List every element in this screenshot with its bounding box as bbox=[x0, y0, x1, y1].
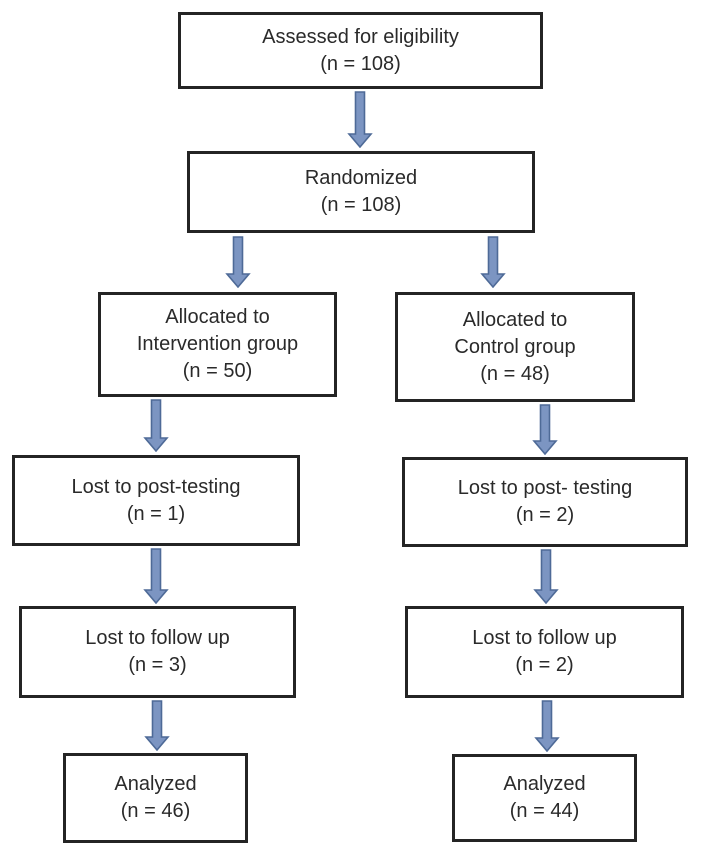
box-randomized-label: Randomized bbox=[304, 167, 418, 189]
arrow-randomized-to-intervention bbox=[225, 236, 251, 288]
arrow-control-to-lost-post bbox=[532, 404, 558, 455]
box-analyzed-intervention-label: Analyzed bbox=[114, 773, 197, 795]
box-allocated-intervention: Allocated to Intervention group (n = 50) bbox=[98, 292, 337, 397]
box-lost-followup-control: Lost to follow up (n = 2) bbox=[405, 606, 684, 698]
box-lost-post-intervention-count: (n = 1) bbox=[126, 502, 186, 525]
arrow-shape bbox=[144, 700, 170, 751]
box-analyzed-intervention: Analyzed (n = 46) bbox=[63, 753, 248, 843]
box-analyzed-intervention-count: (n = 46) bbox=[120, 800, 191, 822]
box-randomized-count: (n = 108) bbox=[320, 194, 402, 216]
box-allocated-control: Allocated to Control group (n = 48) bbox=[395, 292, 635, 402]
box-lost-post-control-count: (n = 2) bbox=[515, 504, 575, 526]
box-lost-post-control: Lost to post- testing (n = 2) bbox=[402, 457, 688, 547]
box-randomized: Randomized (n = 108) bbox=[187, 151, 535, 233]
box-allocated-control-line1: Allocated to bbox=[462, 308, 568, 331]
box-assessed-eligibility: Assessed for eligibility (n = 108) bbox=[178, 12, 543, 89]
arrow-shape bbox=[534, 700, 560, 752]
box-analyzed-control-label: Analyzed bbox=[503, 773, 586, 795]
box-allocated-intervention-line1: Allocated to bbox=[165, 306, 270, 328]
arrow-shape bbox=[143, 548, 169, 604]
box-lost-followup-intervention-count: (n = 3) bbox=[128, 654, 187, 676]
box-allocated-control-count: (n = 48) bbox=[480, 362, 550, 385]
arrow-shape bbox=[533, 549, 559, 604]
arrow-randomized-to-control bbox=[480, 236, 506, 288]
arrow-shape bbox=[225, 236, 251, 288]
arrow-followup-to-analyzed-intervention bbox=[144, 700, 170, 751]
box-analyzed-control: Analyzed (n = 44) bbox=[452, 754, 637, 842]
arrow-shape bbox=[532, 404, 558, 455]
arrow-shape bbox=[347, 91, 373, 148]
arrow-shape bbox=[480, 236, 506, 288]
box-lost-followup-control-count: (n = 2) bbox=[515, 654, 574, 676]
box-analyzed-control-count: (n = 44) bbox=[509, 800, 580, 822]
box-allocated-intervention-line2: Intervention group bbox=[136, 333, 299, 355]
box-assessed-eligibility-label: Assessed for eligibility bbox=[262, 25, 459, 48]
arrow-intervention-to-lost-post bbox=[143, 399, 169, 452]
box-assessed-eligibility-count: (n = 108) bbox=[320, 52, 401, 75]
box-lost-followup-intervention: Lost to follow up (n = 3) bbox=[19, 606, 296, 698]
box-lost-post-control-label: Lost to post- testing bbox=[457, 477, 633, 499]
box-allocated-intervention-count: (n = 50) bbox=[182, 360, 253, 382]
arrow-assessed-to-randomized bbox=[347, 91, 373, 148]
box-lost-followup-control-label: Lost to follow up bbox=[472, 627, 617, 649]
box-lost-post-intervention-label: Lost to post-testing bbox=[71, 475, 241, 498]
arrow-lost-post-to-followup-control bbox=[533, 549, 559, 604]
box-lost-post-intervention: Lost to post-testing (n = 1) bbox=[12, 455, 300, 546]
box-allocated-control-line2: Control group bbox=[454, 335, 576, 358]
arrow-followup-to-analyzed-control bbox=[534, 700, 560, 752]
box-lost-followup-intervention-label: Lost to follow up bbox=[85, 627, 230, 649]
arrow-lost-post-to-followup-intervention bbox=[143, 548, 169, 604]
arrow-shape bbox=[143, 399, 169, 452]
